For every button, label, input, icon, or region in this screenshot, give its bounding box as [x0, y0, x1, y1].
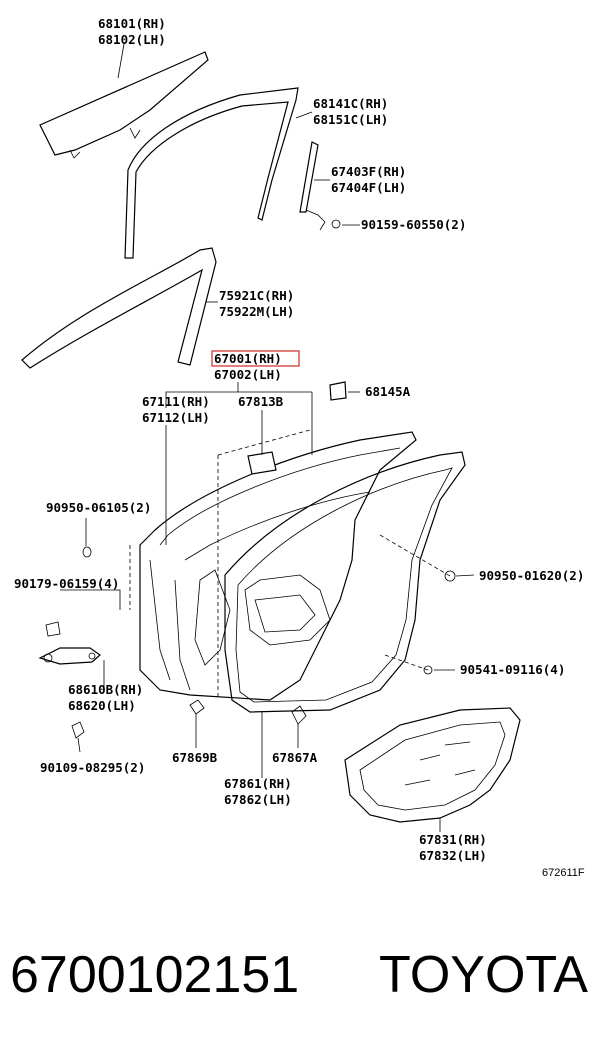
label-90109: 90109-08295(2) — [40, 760, 145, 775]
label-90950-06105: 90950-06105(2) — [46, 500, 151, 515]
label-67404f: 67404F(LH) — [331, 180, 406, 195]
label-67813b: 67813B — [238, 394, 284, 409]
label-68101: 68101(RH) — [98, 16, 166, 31]
label-68102: 68102(LH) — [98, 32, 166, 47]
label-68620: 68620(LH) — [68, 698, 136, 713]
label-67001: 67001(RH) — [214, 351, 282, 366]
label-67111: 67111(RH) — [142, 394, 210, 409]
belt-moulding-part — [21, 247, 217, 369]
label-68151c: 68151C(LH) — [313, 112, 388, 127]
part-number: 6700102151 — [10, 946, 300, 1004]
fasteners — [45, 381, 456, 739]
label-90159: 90159-60550(2) — [361, 217, 466, 232]
label-90179: 90179-06159(4) — [14, 576, 119, 591]
label-67867a: 67867A — [272, 750, 318, 765]
label-67831: 67831(RH) — [419, 832, 487, 847]
label-67862: 67862(LH) — [224, 792, 292, 807]
highlight-box — [211, 350, 300, 367]
service-hole-cover-part — [344, 707, 521, 823]
illustration-code: 672611F — [542, 867, 585, 879]
label-67832: 67832(LH) — [419, 848, 487, 863]
weatherstrip-part — [224, 451, 466, 713]
door-shell-part — [139, 431, 417, 701]
label-68141c: 68141C(RH) — [313, 96, 388, 111]
label-75921c: 75921C(RH) — [219, 288, 294, 303]
glass-run-channel-part — [124, 87, 299, 259]
leader-lines — [60, 43, 475, 832]
label-90541: 90541-09116(4) — [460, 662, 565, 677]
label-67861: 67861(RH) — [224, 776, 292, 791]
brand-name: TOYOTA — [379, 946, 588, 1004]
label-67002: 67002(LH) — [214, 367, 282, 382]
part-footer: 6700102151 TOYOTA — [0, 930, 600, 1020]
label-68610b: 68610B(RH) — [68, 682, 143, 697]
label-67403f: 67403F(RH) — [331, 164, 406, 179]
door-glass-part — [39, 51, 209, 159]
division-bar-part — [299, 141, 341, 231]
label-90950-01620: 90950-01620(2) — [479, 568, 584, 583]
label-75922m: 75922M(LH) — [219, 304, 294, 319]
door-hinge-part — [38, 647, 101, 665]
label-67112: 67112(LH) — [142, 410, 210, 425]
parts-diagram: 68101(RH) 68102(LH) 68141C(RH) 68151C(LH… — [14, 16, 585, 879]
label-67869b: 67869B — [172, 750, 218, 765]
label-68145a: 68145A — [365, 384, 411, 399]
